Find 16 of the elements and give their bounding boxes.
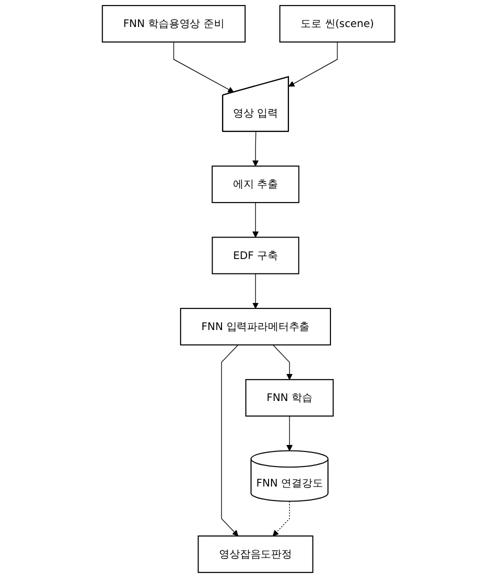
arrow <box>252 202 259 238</box>
node-box: 도로 씬(scene) <box>280 5 396 43</box>
node-box: 에지 추출 <box>212 166 300 204</box>
arrow <box>252 131 259 166</box>
node-box: FNN 학습용영상 준비 <box>102 5 246 43</box>
node-box: FNN 입력파라메터추출 <box>180 308 332 346</box>
arrow <box>273 344 293 380</box>
arrow <box>174 42 234 93</box>
arrow <box>288 42 338 87</box>
node-box: FNN 학습 <box>246 379 334 417</box>
arrow <box>286 416 293 452</box>
arrow <box>222 344 239 536</box>
arrow <box>273 500 290 536</box>
node-box: EDF 구축 <box>212 236 300 274</box>
node-box: 영상잡음도판정 <box>198 535 314 573</box>
arrow <box>252 273 259 309</box>
